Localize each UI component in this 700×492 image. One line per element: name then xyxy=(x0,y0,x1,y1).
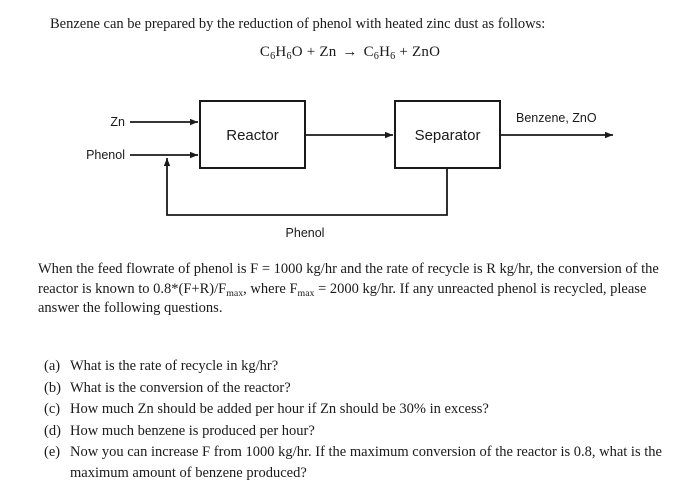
equation-plus-1: + xyxy=(306,44,316,60)
recycle-loop-line xyxy=(163,158,448,216)
process-flow-diagram: Reactor Separator Zn Phenol Benzene, ZnO… xyxy=(0,95,700,250)
chemical-equation: C6H6O + Zn → C6H6 + ZnO xyxy=(0,44,700,61)
list-item: (a) What is the rate of recycle in kg/hr… xyxy=(44,356,664,377)
question-text: What is the conversion of the reactor? xyxy=(70,379,291,396)
question-tag: (a) xyxy=(44,358,61,374)
reactor-box xyxy=(199,100,306,169)
problem-statement: When the feed flowrate of phenol is F = … xyxy=(38,261,659,316)
list-item: (b) What is the conversion of the reacto… xyxy=(44,378,664,399)
recycle-label: Phenol xyxy=(286,226,325,240)
question-tag: (e) xyxy=(44,444,61,460)
equation-product-zinc-oxide: ZnO xyxy=(412,44,441,60)
question-text: How much benzene is produced per hour? xyxy=(70,422,315,439)
subscript: max xyxy=(297,287,315,299)
list-item: (e) Now you can increase F from 1000 kg/… xyxy=(44,442,664,483)
flow-diagram-canvas: Reactor Separator Zn Phenol Benzene, ZnO… xyxy=(86,100,613,240)
equation-product-benzene: C6H6 xyxy=(363,44,396,62)
reaction-arrow-icon: → xyxy=(342,44,358,60)
separator-label: Separator xyxy=(415,127,481,144)
question-tag: (d) xyxy=(44,422,61,439)
question-tag: (c) xyxy=(44,401,61,417)
list-item: (c) How much Zn should be added per hour… xyxy=(44,399,664,420)
subscript: 6 xyxy=(286,50,292,62)
equation-reactant-zinc: Zn xyxy=(319,44,337,60)
question-text: Now you can increase F from 1000 kg/hr. … xyxy=(70,444,662,481)
phenol-feed-label: Phenol xyxy=(86,148,125,162)
question-text: How much Zn should be added per hour if … xyxy=(70,401,489,417)
equation-plus-2: + xyxy=(399,44,409,60)
question-text: What is the rate of recycle in kg/hr? xyxy=(70,358,279,374)
intro-paragraph: Benzene can be prepared by the reduction… xyxy=(50,16,546,32)
reactor-label: Reactor xyxy=(226,127,279,144)
product-outlet-label: Benzene, ZnO xyxy=(516,111,597,125)
equation-reactant-phenol: C6H6O xyxy=(259,44,303,62)
question-tag: (b) xyxy=(44,379,61,396)
subscript: max xyxy=(226,287,244,299)
subscript: 6 xyxy=(270,50,276,62)
list-item: (d) How much benzene is produced per hou… xyxy=(44,421,664,442)
subscript: 6 xyxy=(390,50,396,62)
question-list: (a) What is the rate of recycle in kg/hr… xyxy=(44,356,664,484)
subscript: 6 xyxy=(373,50,380,62)
zn-feed-label: Zn xyxy=(110,115,125,129)
